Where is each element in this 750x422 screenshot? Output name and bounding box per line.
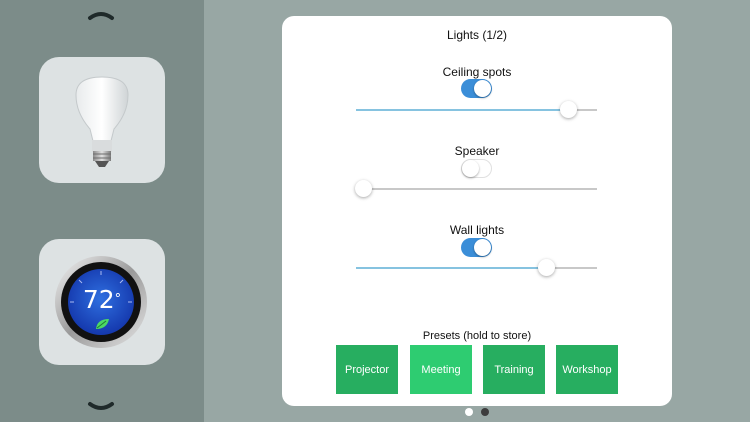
slider-thumb[interactable] (355, 180, 372, 197)
toggle-ceiling-spots[interactable] (461, 79, 492, 98)
slider-thumb[interactable] (560, 101, 577, 118)
slider-fill (356, 267, 546, 269)
toggle-knob (474, 239, 491, 256)
degree-symbol: ° (114, 292, 122, 307)
light-label-speaker: Speaker (454, 144, 500, 158)
slider-wall-lights[interactable] (356, 258, 597, 278)
slider-speaker[interactable] (355, 179, 597, 199)
thermostat-icon (55, 256, 147, 348)
thermostat-temperature: 72° (82, 285, 122, 314)
toggle-speaker[interactable] (461, 159, 492, 178)
preset-workshop-button[interactable]: Workshop (556, 345, 618, 394)
page-dot-1[interactable] (465, 408, 473, 416)
toggle-knob (474, 80, 491, 97)
sidebar: 72° (0, 0, 204, 422)
chevron-up-icon[interactable] (86, 8, 116, 22)
lights-panel: Lights (1/2) Ceiling spots Speaker Wall … (282, 16, 672, 406)
presets-label: Presets (hold to store) (422, 330, 532, 342)
slider-ceiling-spots[interactable] (356, 100, 597, 120)
toggle-wall-lights[interactable] (461, 238, 492, 257)
slider-thumb[interactable] (538, 259, 555, 276)
panel-title: Lights (1/2) (446, 28, 508, 42)
lights-tile[interactable] (39, 57, 165, 183)
slider-fill (356, 109, 568, 111)
thermostat-tile[interactable]: 72° (39, 239, 165, 365)
toggle-knob (462, 160, 479, 177)
chevron-down-icon[interactable] (86, 400, 116, 414)
preset-meeting-button[interactable]: Meeting (410, 345, 472, 394)
slider-track (356, 188, 597, 190)
leaf-icon (96, 319, 109, 329)
preset-training-button[interactable]: Training (483, 345, 545, 394)
light-label-ceiling-spots: Ceiling spots (442, 65, 512, 79)
light-label-wall-lights: Wall lights (449, 223, 505, 237)
light-bulb-icon (75, 76, 129, 167)
page-dot-2[interactable] (481, 408, 489, 416)
preset-projector-button[interactable]: Projector (336, 345, 398, 394)
